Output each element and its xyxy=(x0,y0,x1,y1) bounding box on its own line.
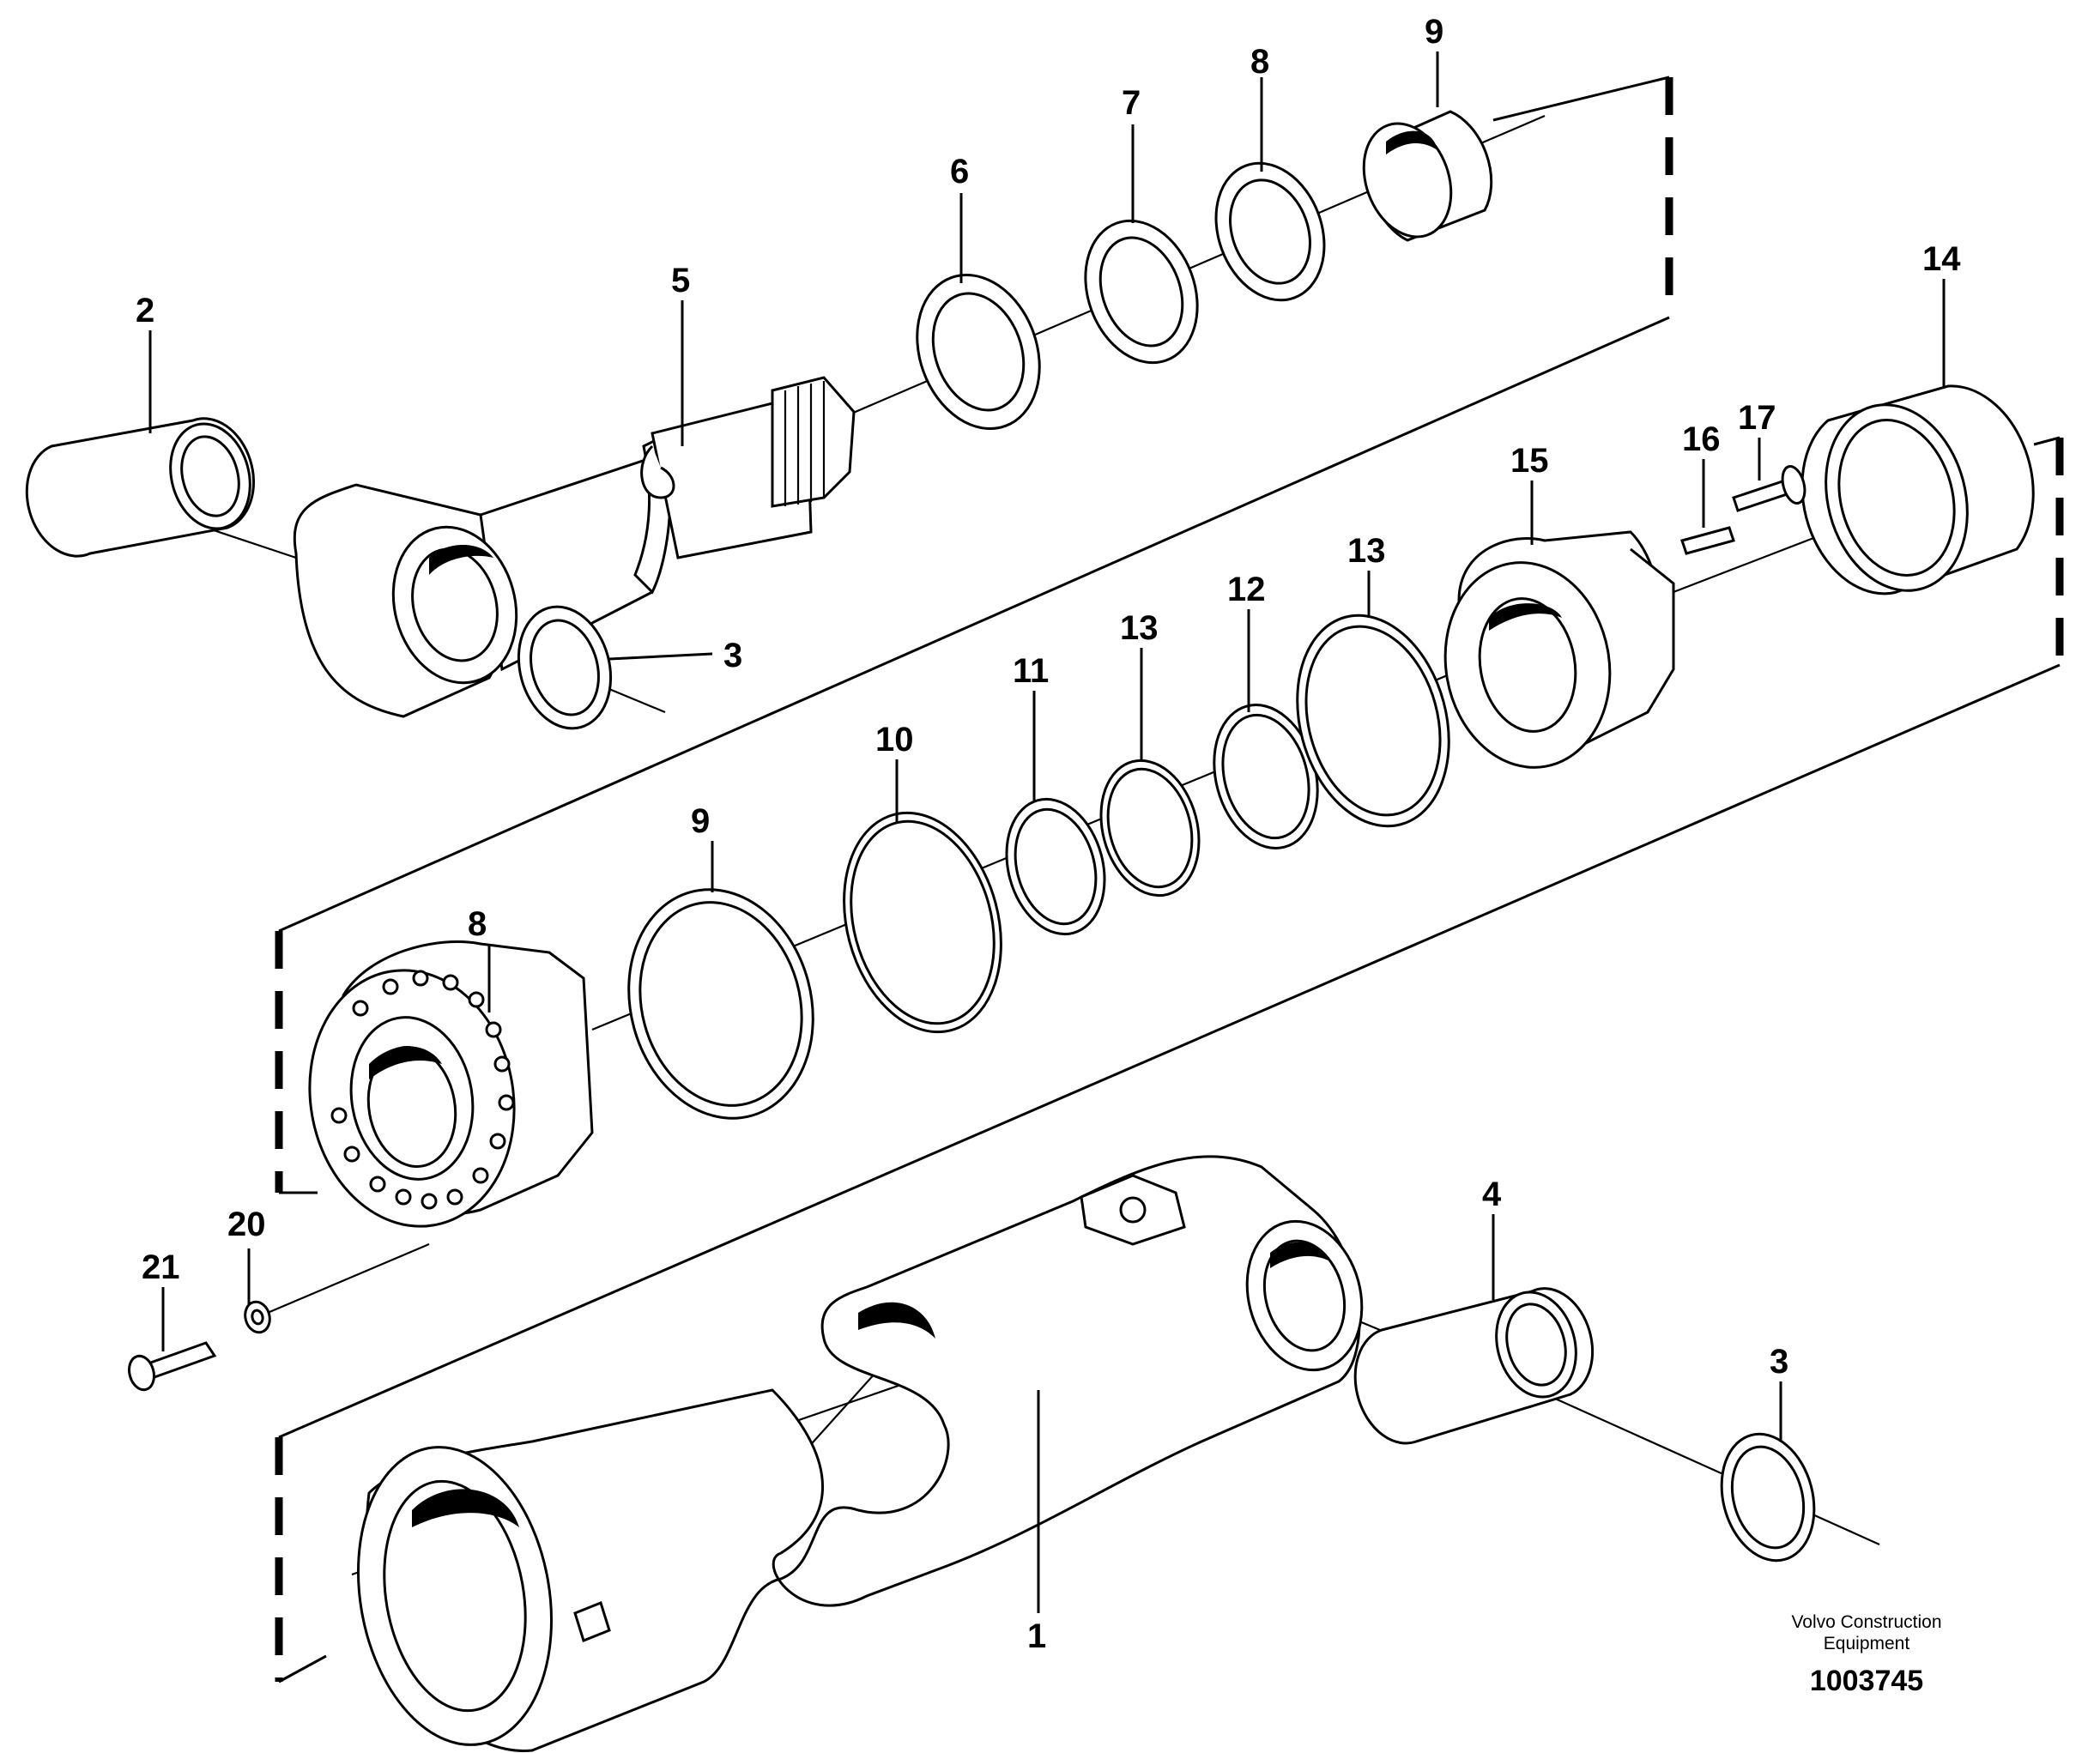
bushing-part-4 xyxy=(1353,1287,1595,1445)
pin-part-18 xyxy=(1680,526,1735,555)
callout-1: 1 xyxy=(1027,1617,1046,1655)
callout-6: 6 xyxy=(950,153,969,190)
callout-9: 9 xyxy=(1425,13,1443,51)
publisher-credit: Volvo Construction Equipment 1003745 xyxy=(1791,1612,1941,1697)
ring-part-3-upper xyxy=(517,605,613,730)
callout-4: 4 xyxy=(1482,1176,1502,1213)
piston-part-12 xyxy=(308,940,594,1228)
document-number: 1003745 xyxy=(1810,1665,1923,1697)
callout-8: 8 xyxy=(1250,43,1269,81)
callout-19: 17 xyxy=(1738,399,1776,437)
callout-18: 16 xyxy=(1682,420,1721,458)
section-brackets xyxy=(275,76,2064,1683)
seal-part-11 xyxy=(843,811,1002,1034)
callout-5: 5 xyxy=(671,262,690,299)
callout-13-a: 11 xyxy=(1013,652,1049,690)
callout-12: 8 xyxy=(468,905,487,943)
callout-3-lower: 3 xyxy=(1770,1343,1788,1381)
callout-21: 21 xyxy=(142,1248,180,1286)
seal-part-13-b xyxy=(1213,704,1319,849)
callout-labels: 2 5 6 7 8 9 3 14 15 16 17 13 12 13 11 10… xyxy=(136,13,1961,1655)
screw-part-19 xyxy=(1732,465,1806,512)
callout-13-b: 12 xyxy=(1227,571,1266,608)
bushing-part-2 xyxy=(25,417,255,558)
callout-7: 7 xyxy=(1122,84,1141,122)
callout-3-upper: 3 xyxy=(723,637,742,674)
leader-lines xyxy=(148,51,1946,1613)
piston-rod-eye xyxy=(293,452,663,718)
callout-20: 20 xyxy=(227,1206,266,1243)
ring-part-7 xyxy=(1084,219,1199,365)
piston-part-12-bolt-holes xyxy=(330,970,515,1210)
callout-2: 2 xyxy=(136,292,154,329)
seal-part-8 xyxy=(1214,161,1326,302)
callout-14: 13 xyxy=(1120,609,1159,647)
seal-part-10 xyxy=(627,888,814,1120)
callout-11: 10 xyxy=(875,721,914,759)
cylinder-tube-part-1 xyxy=(356,1155,1364,1752)
seal-part-15 xyxy=(1296,614,1450,828)
callout-17: 15 xyxy=(1510,442,1549,480)
callout-10: 9 xyxy=(691,802,710,840)
cylinder-head-part-17 xyxy=(1443,530,1675,769)
screw-part-21 xyxy=(128,1341,217,1392)
callout-16: 14 xyxy=(1922,240,1961,278)
publisher-line-1: Volvo Construction xyxy=(1791,1612,1941,1632)
seal-part-14 xyxy=(1099,759,1201,898)
bushing-part-9 xyxy=(1362,110,1493,242)
guide-ring-part-16 xyxy=(1800,384,2035,595)
washer-part-20 xyxy=(244,1300,271,1334)
seal-part-13-a xyxy=(1005,797,1106,936)
ring-part-3-lower xyxy=(1720,1432,1816,1563)
piston-rod-part-5 xyxy=(633,376,856,595)
publisher-line-2: Equipment xyxy=(1824,1634,1910,1653)
seal-part-6 xyxy=(916,273,1041,431)
callout-15: 13 xyxy=(1347,532,1386,570)
